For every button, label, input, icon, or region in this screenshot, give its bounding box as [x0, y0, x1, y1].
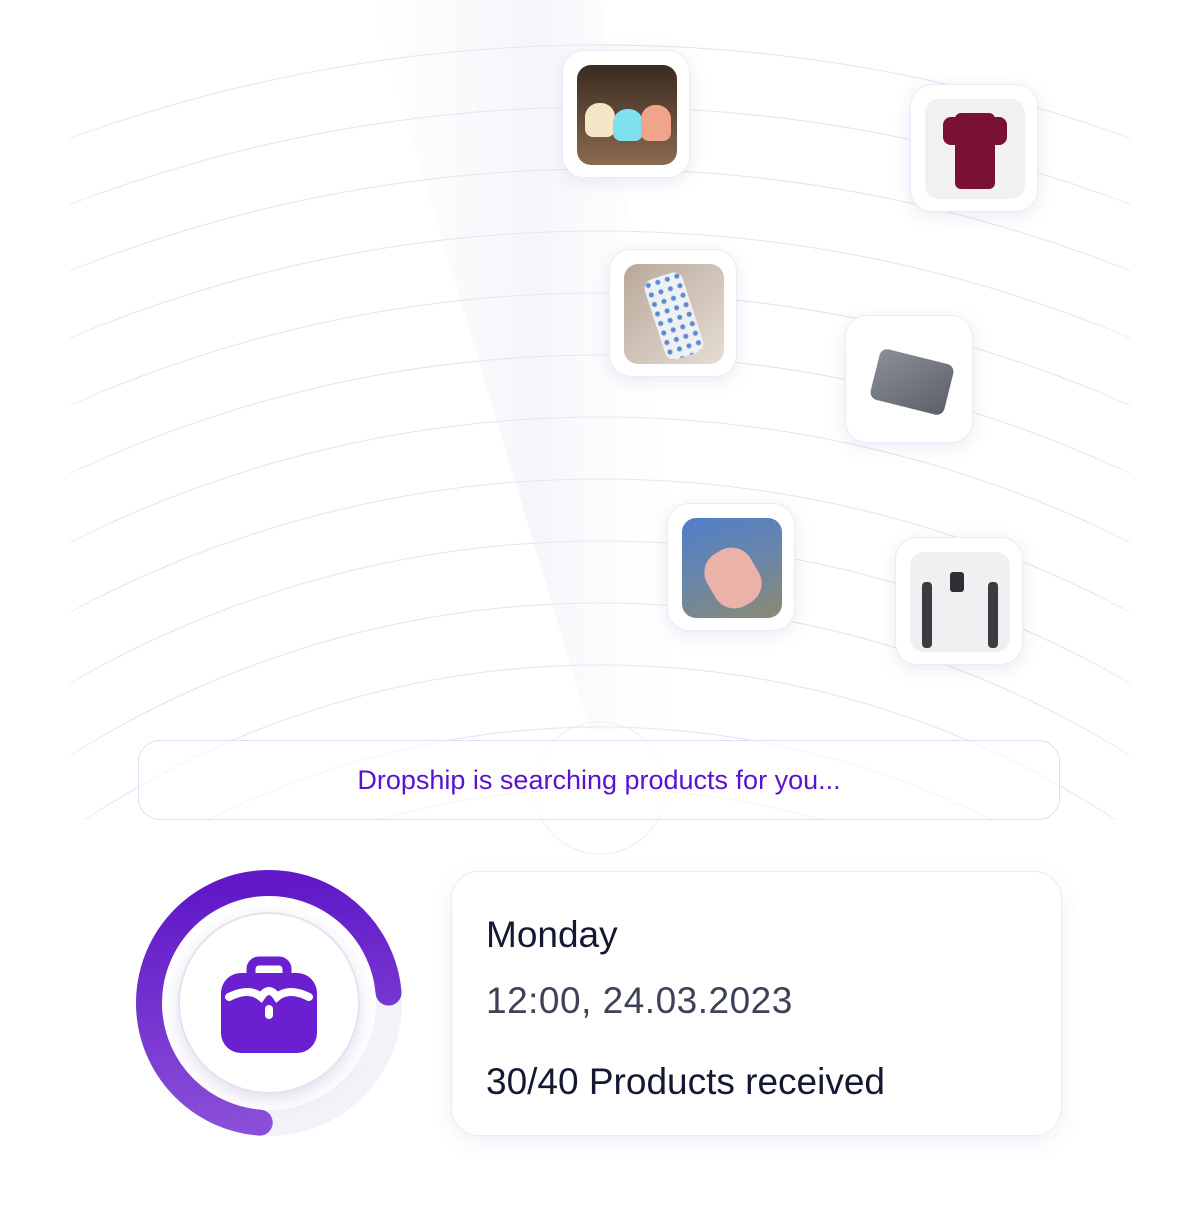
product-tile-phone-case[interactable] — [609, 249, 737, 377]
product-tile-shirt[interactable] — [910, 84, 1038, 212]
briefcase-icon — [221, 956, 317, 1053]
day-label: Monday — [486, 914, 618, 955]
progress-arc — [136, 870, 402, 1136]
product-image — [624, 264, 724, 364]
products-received-label: 30/40 Products received — [486, 1061, 886, 1102]
search-status-text: Dropship is searching products for you..… — [357, 764, 841, 795]
product-tile-wallet[interactable] — [845, 315, 973, 443]
product-tile-razor-holder[interactable] — [895, 537, 1023, 665]
search-status-banner: Dropship is searching products for you..… — [138, 740, 1060, 820]
product-image — [682, 518, 782, 618]
product-image — [577, 65, 677, 165]
product-image — [860, 330, 960, 430]
datetime-label: 12:00, 24.03.2023 — [486, 980, 793, 1021]
progress-ring — [136, 870, 402, 1136]
product-image — [925, 99, 1025, 199]
product-tile-cat-lights[interactable] — [562, 50, 690, 178]
status-card: Monday 12:00, 24.03.2023 30/40 Products … — [451, 871, 1062, 1136]
product-image — [910, 552, 1010, 652]
product-tile-pig-toy[interactable] — [667, 503, 795, 631]
